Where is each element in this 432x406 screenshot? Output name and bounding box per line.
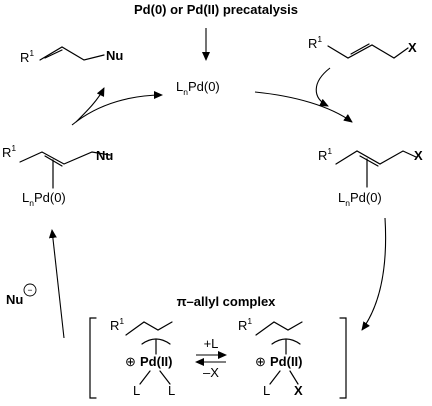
forward-label: +L (204, 336, 219, 351)
product-arrow (75, 87, 105, 123)
svg-text:⊕: ⊕ (255, 354, 266, 369)
svg-text:X: X (408, 40, 417, 55)
substrate-allyl-x: R1 X (308, 34, 417, 59)
svg-text:Nu: Nu (106, 48, 123, 63)
reverse-label: –X (203, 365, 219, 380)
svg-text:R1: R1 (318, 146, 332, 163)
svg-text:⊕: ⊕ (125, 354, 136, 369)
svg-text:Nu: Nu (6, 292, 23, 307)
svg-text:X: X (294, 383, 303, 398)
release-arrow (71, 91, 163, 126)
product-allyl-nu: R1 Nu (20, 46, 123, 65)
svg-text:X: X (414, 148, 423, 163)
svg-text:R1: R1 (308, 34, 322, 51)
svg-text:LnPd(0): LnPd(0) (338, 190, 382, 208)
svg-text:L: L (133, 383, 140, 398)
bracket-right (339, 317, 347, 399)
svg-text:R1: R1 (238, 316, 252, 333)
pi-allyl-title: π–allyl complex (177, 294, 277, 309)
svg-text:R1: R1 (110, 316, 124, 333)
substrate-in-arrow (315, 67, 331, 107)
pi-allyl-left: R1 ⊕ Pd(II) L L (110, 316, 175, 398)
pi-allyl-right: R1 ⊕ Pd(II) L X (238, 316, 303, 398)
svg-text:LnPd(0): LnPd(0) (176, 79, 220, 97)
svg-text:Pd(II): Pd(II) (140, 354, 173, 369)
svg-text:Pd(II): Pd(II) (270, 354, 303, 369)
oxidative-addition-arrow (361, 217, 387, 331)
precatalysis-title: Pd(0) or Pd(II) precatalysis (134, 2, 298, 17)
bracket-left (89, 317, 97, 399)
nucleophile: Nu − (6, 283, 37, 307)
svg-text:L: L (263, 383, 270, 398)
catalyst-lnpd0: LnPd(0) (176, 79, 220, 97)
coordination-arrow (254, 91, 353, 123)
svg-text:R1: R1 (20, 48, 34, 65)
complex-left-nu: R1 Nu LnPd(0) (2, 143, 113, 208)
svg-text:R1: R1 (2, 143, 16, 160)
svg-text:LnPd(0): LnPd(0) (22, 190, 66, 208)
svg-text:Nu: Nu (96, 148, 113, 163)
complex-right-x: R1 X LnPd(0) (318, 146, 423, 208)
nucleophilic-attack-arrow (48, 229, 65, 339)
svg-text:L: L (168, 383, 175, 398)
svg-text:−: − (28, 285, 33, 295)
